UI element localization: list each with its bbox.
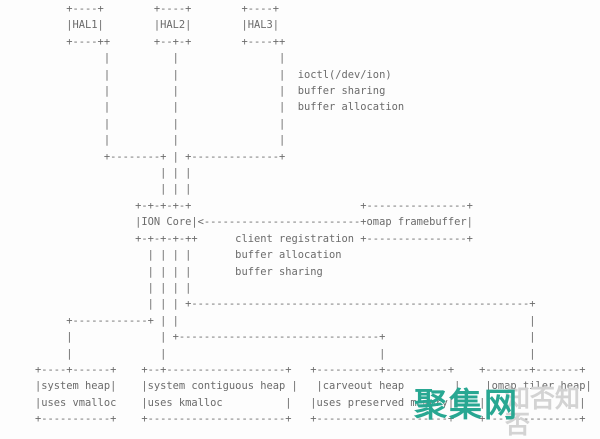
watermark-brand-text: 聚集网	[414, 385, 519, 424]
screenshot-root: +----+ +----+ +----+ |HAL1| |HAL2| |HAL3…	[35, 3, 592, 438]
ascii-diagram: +----+ +----+ +----+ |HAL1| |HAL2| |HAL3…	[35, 3, 592, 426]
watermark-tagline-text: 知否知否	[505, 384, 581, 439]
